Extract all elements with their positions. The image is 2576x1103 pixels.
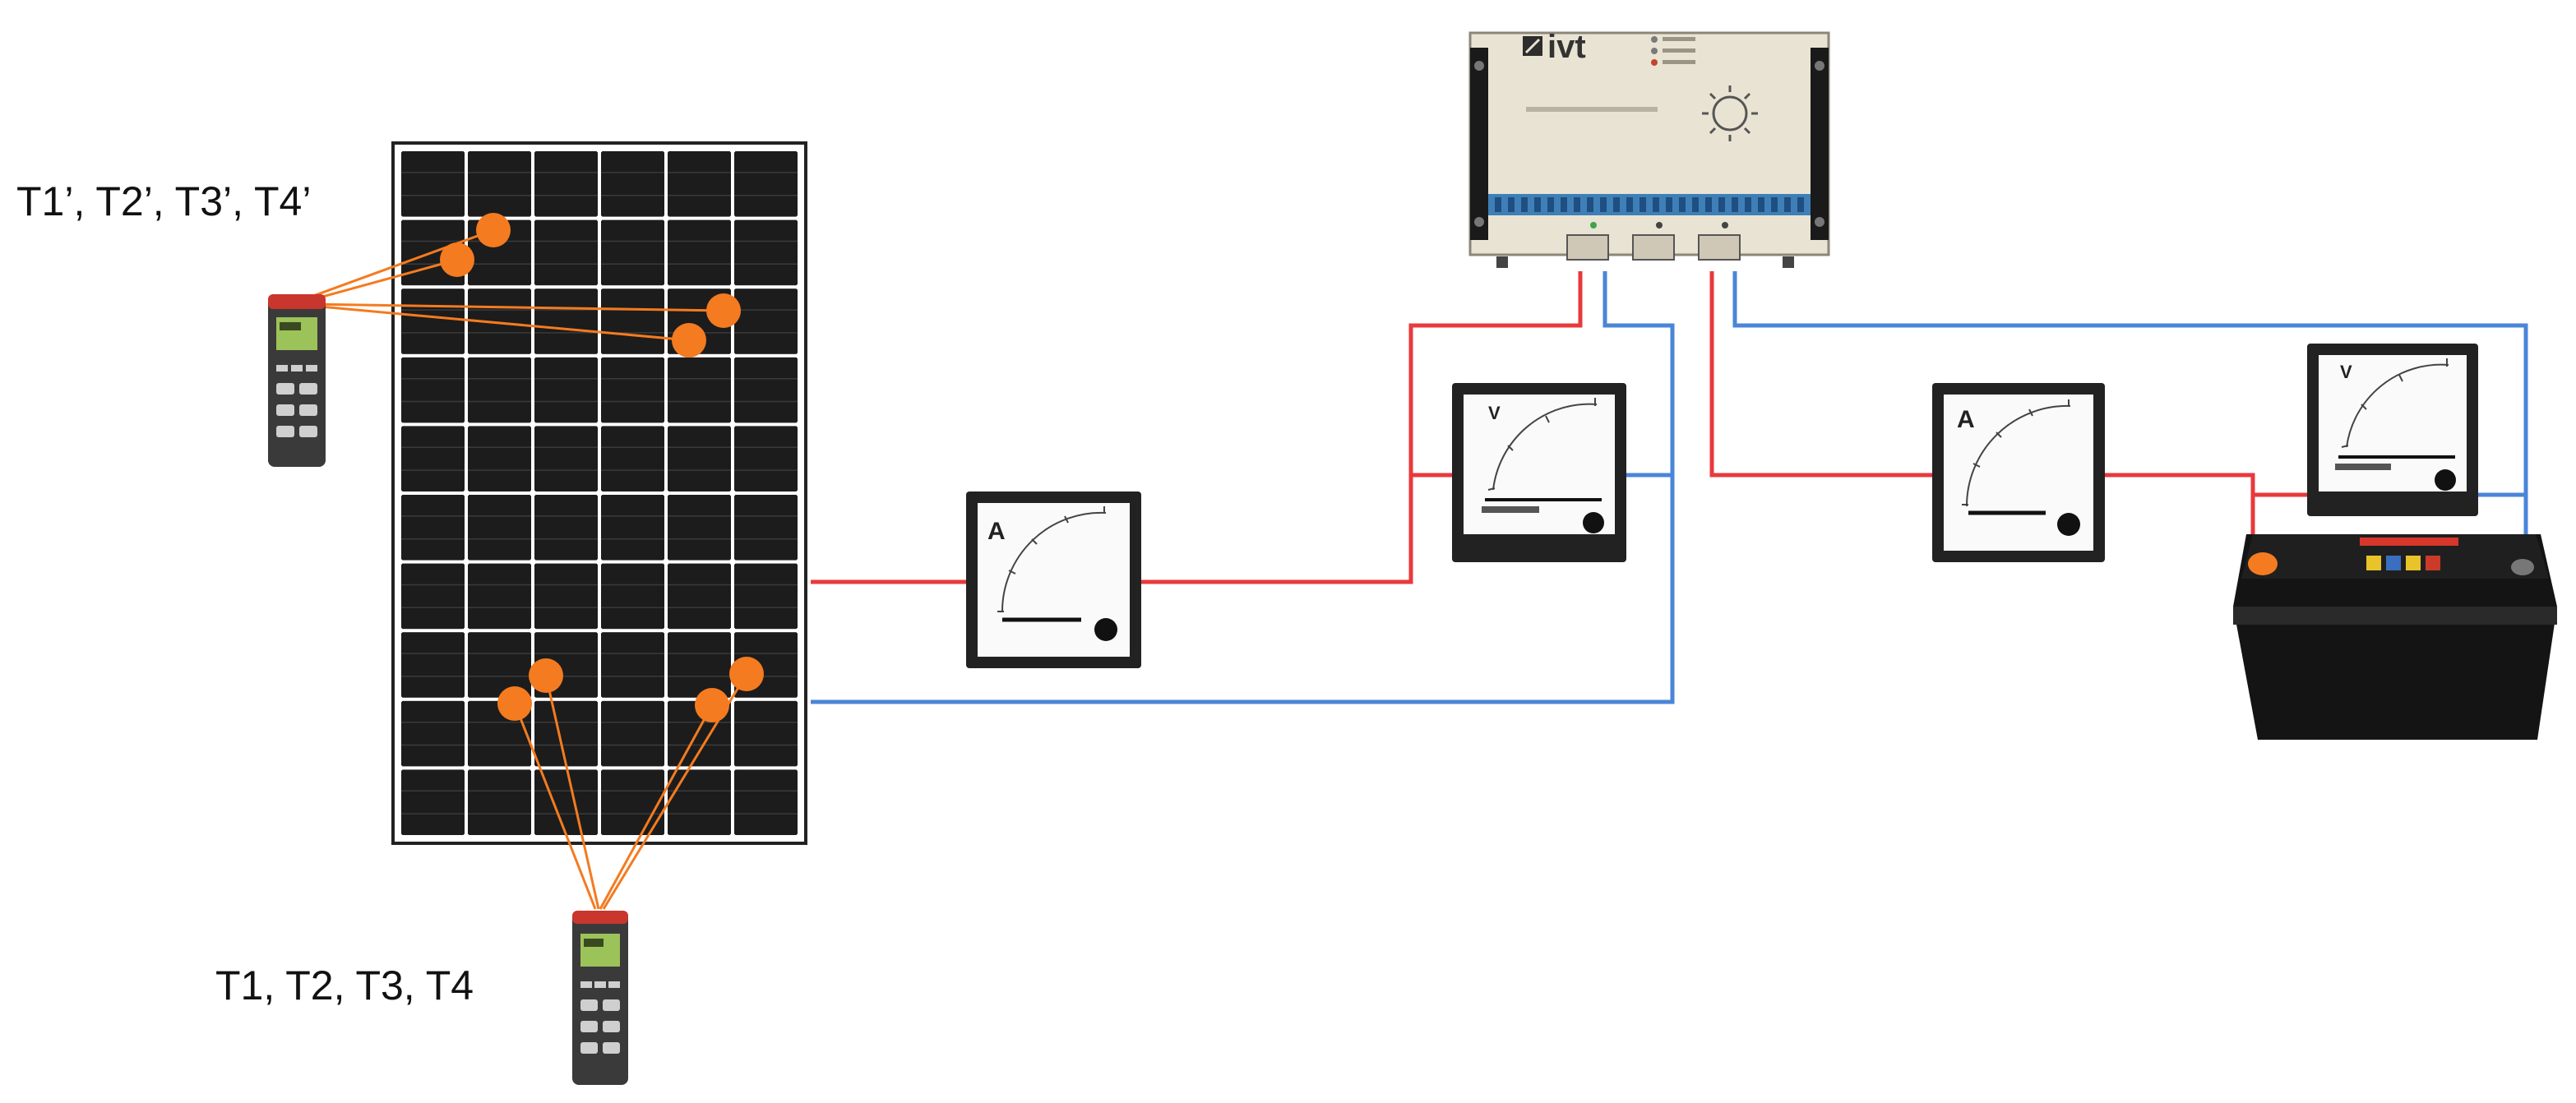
ivt-logo: ivt bbox=[1523, 29, 1586, 65]
ammeter-1: A bbox=[966, 492, 1141, 668]
sensor-t2-front bbox=[497, 686, 532, 721]
solar-cell bbox=[468, 563, 531, 630]
solar-cell bbox=[401, 151, 465, 217]
sensor-t1-rear bbox=[476, 213, 511, 247]
solar-cell bbox=[668, 632, 731, 698]
ammeter-1-letter: A bbox=[987, 518, 1006, 545]
solar-cell bbox=[401, 288, 465, 354]
red-wire-ammeter2-to-battery bbox=[2105, 473, 2255, 557]
solar-cell bbox=[601, 563, 664, 630]
blue-wire-controller-to-battery bbox=[1732, 271, 2528, 567]
battery-label-strip bbox=[2360, 538, 2458, 546]
sensor-t1-front bbox=[529, 658, 563, 693]
wiring bbox=[811, 271, 2528, 704]
controller-fineprint bbox=[1526, 107, 1658, 112]
solar-cell bbox=[601, 357, 664, 423]
charge-controller: ivt bbox=[1468, 29, 1830, 268]
solar-cell bbox=[534, 288, 598, 354]
solar-cell bbox=[468, 769, 531, 835]
terminal-sockets bbox=[1566, 222, 1741, 261]
solar-panel bbox=[391, 141, 807, 845]
terminal-strip bbox=[1488, 194, 1811, 215]
solar-cell bbox=[668, 769, 731, 835]
solar-cell bbox=[734, 426, 798, 492]
solar-cell bbox=[668, 495, 731, 561]
solar-cell bbox=[668, 357, 731, 423]
blue-wire-panel-to-controller bbox=[811, 271, 1675, 704]
sensor-t2-rear bbox=[440, 242, 474, 277]
solar-cell bbox=[668, 151, 731, 217]
sensor-t4-rear bbox=[672, 323, 706, 358]
solar-cell bbox=[468, 426, 531, 492]
red-wire-controller-to-ammeter2 bbox=[1709, 271, 1932, 478]
solar-cell bbox=[401, 495, 465, 561]
solar-cell bbox=[534, 495, 598, 561]
solar-cell bbox=[734, 151, 798, 217]
solar-cell bbox=[601, 700, 664, 767]
battery-negative-terminal bbox=[2511, 559, 2534, 575]
solar-cell bbox=[734, 357, 798, 423]
solar-cell bbox=[534, 357, 598, 423]
label-front-sensors: T1, T2, T3, T4 bbox=[215, 962, 474, 1008]
sensor-points bbox=[440, 213, 764, 722]
solar-cell bbox=[401, 632, 465, 698]
solar-cell bbox=[601, 288, 664, 354]
solar-cell bbox=[534, 151, 598, 217]
solar-cell bbox=[534, 563, 598, 630]
solar-cell bbox=[734, 700, 798, 767]
solar-cell bbox=[401, 769, 465, 835]
solar-cell bbox=[468, 151, 531, 217]
voltmeter-1: V bbox=[1452, 383, 1626, 562]
solar-cell bbox=[468, 357, 531, 423]
label-rear-sensors: T1’, T2’, T3’, T4’ bbox=[16, 178, 311, 224]
sun-icon bbox=[1702, 85, 1758, 141]
sensor-t3-front bbox=[729, 657, 764, 691]
solar-cell bbox=[601, 151, 664, 217]
solar-cell bbox=[734, 769, 798, 835]
status-leds bbox=[1651, 36, 1695, 66]
battery bbox=[2233, 534, 2557, 740]
solar-cell bbox=[401, 357, 465, 423]
thermometer-front bbox=[572, 911, 628, 1085]
solar-cell bbox=[401, 700, 465, 767]
solar-cell bbox=[668, 219, 731, 286]
solar-cell bbox=[734, 563, 798, 630]
solar-cell bbox=[534, 426, 598, 492]
solar-cell bbox=[401, 426, 465, 492]
solar-cell bbox=[468, 495, 531, 561]
solar-cell bbox=[601, 219, 664, 286]
ammeter-2-letter: A bbox=[1957, 406, 1975, 433]
solar-cell bbox=[734, 288, 798, 354]
controller-brand: ivt bbox=[1547, 29, 1586, 65]
solar-cell bbox=[401, 563, 465, 630]
ammeter-2: A bbox=[1932, 383, 2105, 562]
voltmeter-2-letter: V bbox=[2340, 362, 2352, 382]
solar-cell bbox=[534, 700, 598, 767]
red-wire-ammeter-to-controller bbox=[1141, 271, 1583, 584]
solar-cell bbox=[601, 495, 664, 561]
voltmeter-1-letter: V bbox=[1488, 403, 1501, 423]
battery-positive-terminal bbox=[2248, 552, 2278, 575]
solar-cell bbox=[468, 632, 531, 698]
solar-cell bbox=[734, 219, 798, 286]
sensor-t4-front bbox=[695, 688, 729, 722]
solar-cell bbox=[601, 632, 664, 698]
solar-cell bbox=[668, 563, 731, 630]
solar-cell bbox=[601, 426, 664, 492]
solar-cell bbox=[668, 426, 731, 492]
voltmeter-2: V bbox=[2307, 344, 2478, 516]
sensor-t3-rear bbox=[706, 293, 741, 328]
thermometer-rear bbox=[268, 294, 326, 467]
solar-cell bbox=[734, 495, 798, 561]
solar-cell bbox=[534, 219, 598, 286]
